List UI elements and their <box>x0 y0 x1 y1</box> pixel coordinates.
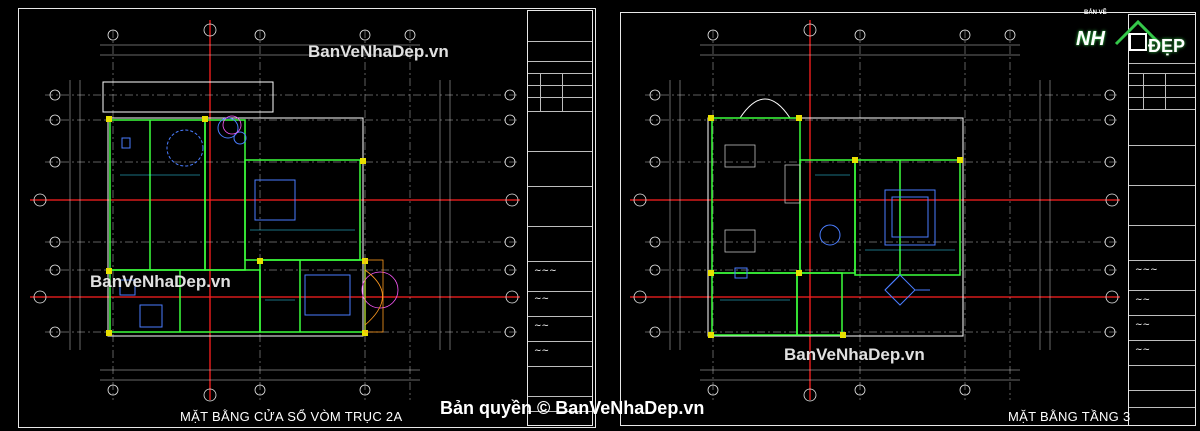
watermark-mid-left: BanVeNhaDep.vn <box>90 272 231 291</box>
sheet-right: ~~~ ~~ ~~ ~~ MẶT BẰNG TẦNG 3 <box>600 0 1200 431</box>
logo-dep-text: ĐẸP <box>1148 36 1186 56</box>
signature-3-left: ~~ <box>534 321 550 331</box>
floor-plan-right <box>630 20 1120 402</box>
signature-4-left: ~~ <box>534 346 550 356</box>
signature-1-right: ~~~ <box>1135 265 1158 275</box>
copyright-text: Bản quyền © BanVeNhaDep.vn <box>440 398 705 418</box>
logo-nh-text: NH <box>1076 28 1105 50</box>
banvenhadep-logo: BẢN VẼ NH ĐẸP <box>1072 10 1194 58</box>
house-roof-icon <box>1114 19 1162 51</box>
sheet-left: ~~~ ~~ ~~ ~~ MẶT BẰNG CỬA SỔ VÒM TRỤC 2A <box>18 8 596 428</box>
title-block-right: ~~~ ~~ ~~ ~~ <box>1128 14 1196 426</box>
plan-label-right: MẶT BẰNG TẦNG 3 <box>1008 409 1131 424</box>
floor-plan-left <box>30 20 520 402</box>
plan-label-left: MẶT BẰNG CỬA SỔ VÒM TRỤC 2A <box>180 409 403 424</box>
watermark-mid-right: BanVeNhaDep.vn <box>784 345 925 364</box>
signature-3-right: ~~ <box>1135 320 1151 330</box>
signature-4-right: ~~ <box>1135 345 1151 355</box>
watermark-top-left: BanVeNhaDep.vn <box>308 42 449 61</box>
signature-1-left: ~~~ <box>534 266 557 276</box>
sheet-frame-left <box>18 8 596 428</box>
logo-top-text: BẢN VẼ <box>1084 10 1107 16</box>
signature-2-right: ~~ <box>1135 295 1151 305</box>
signature-2-left: ~~ <box>534 294 550 304</box>
title-block-left: ~~~ ~~ ~~ ~~ <box>527 10 593 426</box>
